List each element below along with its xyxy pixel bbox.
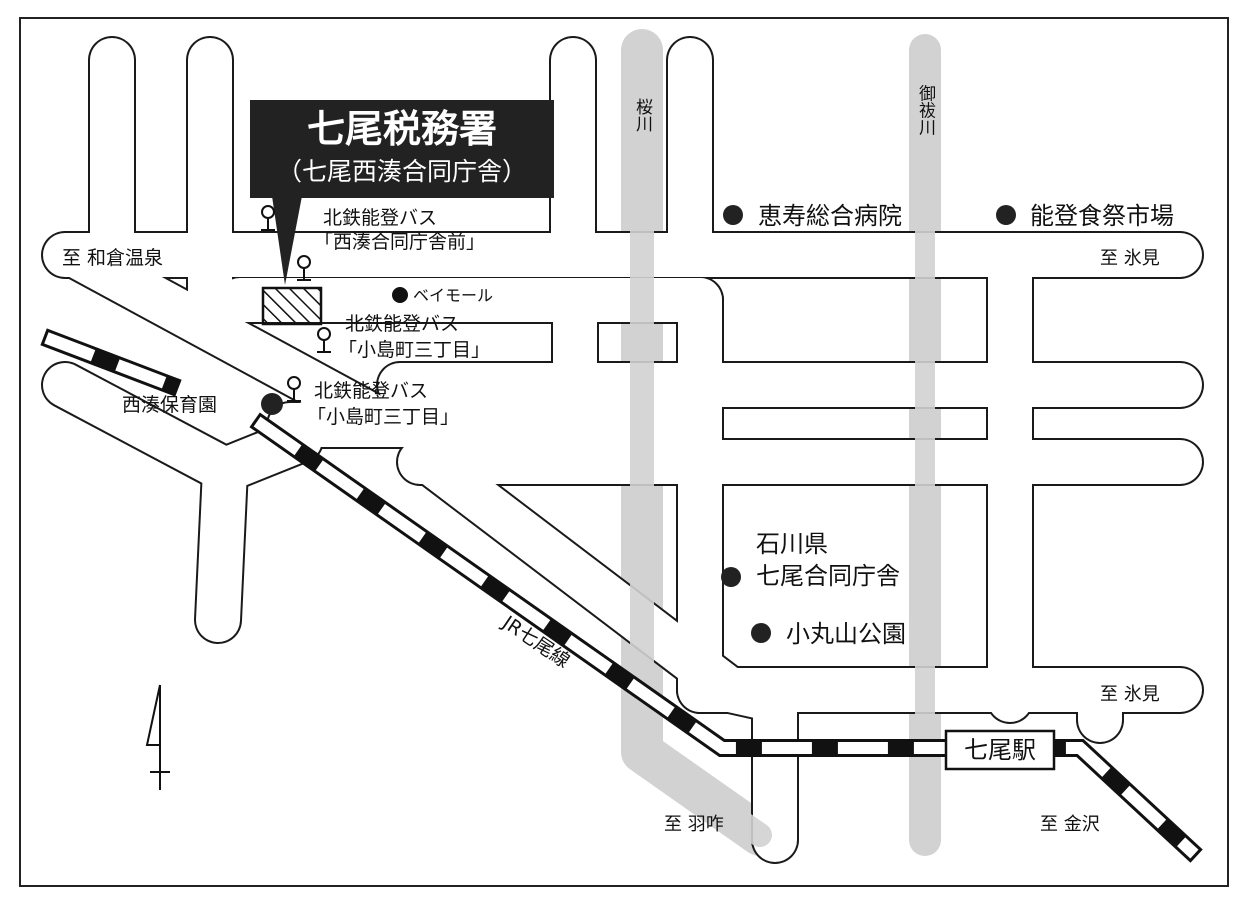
office-subtitle: （七尾西湊合同庁舎）: [277, 157, 527, 186]
station-label: 七尾駅: [964, 736, 1036, 764]
bus-stop-3: 北鉄能登バス 「小島町三丁目」: [287, 376, 459, 428]
dest-himi-upper: 至 氷見: [1100, 248, 1160, 269]
misogi-river-label: 御祓川: [915, 84, 936, 135]
ishikawa-pref-label-1: 石川県: [756, 530, 828, 558]
bus-stop-3-name: 「小島町三丁目」: [307, 406, 459, 428]
bay-mall-label: ベイモール: [413, 286, 493, 305]
sakura-river-label: 桜川: [632, 98, 653, 132]
bus-stop-marker: [297, 255, 311, 281]
ishikawa-pref-label-2: 七尾合同庁舎: [756, 562, 900, 590]
railway: [40, 328, 1203, 863]
dest-wakura: 至 和倉温泉: [62, 247, 163, 269]
office-name: 七尾税務署: [307, 107, 497, 151]
ebisu-hospital-label: 恵寿総合病院: [758, 202, 902, 230]
nursery-label: 西湊保育園: [122, 394, 217, 416]
komaruyama-park-label: 小丸山公園: [786, 620, 906, 648]
bus-stop-1-name: 「西湊合同庁舎前」: [314, 231, 485, 253]
nanao-station: 七尾駅: [944, 729, 1056, 771]
dest-kanazawa: 至 金沢: [1040, 814, 1100, 835]
bus-stop-2: 北鉄能登バス 「小島町三丁目」: [317, 313, 490, 361]
noto-market-label: 能登食祭市場: [1030, 202, 1174, 230]
bus-stop-1-company: 北鉄能登バス: [323, 207, 437, 229]
dest-hakui: 至 羽咋: [664, 814, 724, 835]
destinations: 至 和倉温泉 至 氷見 至 氷見 至 羽咋 至 金沢: [62, 247, 1160, 835]
bus-stop-1: 北鉄能登バス 「西湊合同庁舎前」: [261, 205, 485, 253]
north-arrow-icon: [145, 684, 170, 790]
landmarks: 恵寿総合病院 能登食祭市場 ベイモール 西湊保育園 石川県 七尾合同庁舎 小丸山…: [122, 202, 1174, 648]
bus-stop-2-company: 北鉄能登バス: [345, 313, 459, 335]
bus-stop-2-name: 「小島町三丁目」: [338, 339, 490, 361]
tax-office-building: [261, 286, 323, 326]
bus-stop-3-company: 北鉄能登バス: [314, 380, 428, 402]
dest-himi-lower: 至 氷見: [1100, 684, 1160, 705]
tax-office-callout: 七尾税務署 （七尾西湊合同庁舎）: [250, 100, 554, 285]
roads: [41, 36, 1204, 864]
